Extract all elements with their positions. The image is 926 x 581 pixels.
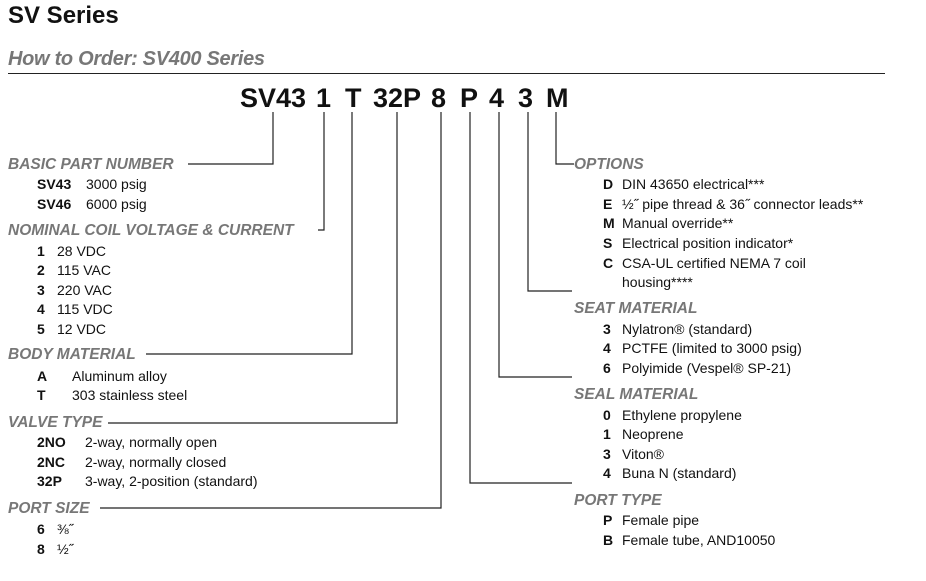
- port-size-heading: PORT SIZE: [8, 500, 90, 517]
- connector-portsize: [100, 112, 442, 509]
- basic-label: 3000 psig: [86, 176, 147, 192]
- body-label: 303 stainless steel: [72, 387, 188, 403]
- options-label: CSA-UL certified NEMA 7 coil: [622, 255, 806, 271]
- seal-code: 0: [603, 407, 611, 423]
- options-label-continuation: housing****: [622, 274, 693, 290]
- code-seat-material: 3: [518, 83, 534, 113]
- seal-label: Ethylene propylene: [622, 407, 742, 423]
- connector-voltage: [318, 112, 325, 231]
- voltage-label: 115 VAC: [57, 262, 111, 278]
- options-code: S: [603, 235, 613, 251]
- connector-valve: [108, 112, 398, 424]
- seat-label: PCTFE (limited to 3000 psig): [622, 340, 802, 356]
- seal-code: 4: [603, 465, 611, 481]
- valve-code: 2NO: [37, 434, 66, 450]
- voltage-label: 28 VDC: [57, 243, 107, 259]
- portsize-code: 8: [37, 541, 45, 557]
- portsize-code: 6: [37, 521, 45, 537]
- valve-code: 2NC: [37, 454, 66, 470]
- voltage-code: 3: [37, 282, 45, 298]
- seat-code: 6: [603, 360, 611, 376]
- porttype-code: P: [603, 512, 613, 528]
- code-seal-material: 4: [489, 83, 505, 113]
- portsize-label: ½˝: [57, 541, 74, 557]
- valve-label: 2-way, normally closed: [85, 454, 227, 470]
- basic-code: SV46: [37, 196, 72, 212]
- porttype-label: Female tube, AND10050: [622, 532, 776, 548]
- seal-material-heading: SEAL MATERIAL: [574, 386, 699, 403]
- code-port-size: 8: [431, 83, 447, 113]
- seat-label: Nylatron® (standard): [622, 321, 753, 337]
- porttype-label: Female pipe: [622, 512, 700, 528]
- voltage-code: 1: [37, 243, 45, 259]
- options-label: DIN 43650 electrical***: [622, 176, 765, 192]
- voltage-label: 220 VAC: [57, 282, 112, 298]
- options-label: ½˝ pipe thread & 36˝ connector leads**: [622, 196, 864, 212]
- body-code: A: [37, 368, 48, 384]
- voltage-label: 115 VDC: [57, 301, 113, 317]
- seal-label: Viton®: [622, 446, 664, 462]
- connector-porttype: [469, 112, 572, 484]
- connector-body: [146, 112, 353, 355]
- seal-code: 1: [603, 426, 611, 442]
- body-material-heading: BODY MATERIAL: [8, 346, 136, 363]
- code-voltage: 1: [316, 83, 332, 113]
- code-body-material: T: [345, 83, 362, 113]
- seat-code: 3: [603, 321, 611, 337]
- code-options: M: [546, 83, 569, 113]
- valve-label: 3-way, 2-position (standard): [85, 473, 258, 489]
- body-code: T: [37, 387, 46, 403]
- code-basic-part: SV43: [240, 83, 307, 113]
- port-type-heading: PORT TYPE: [574, 492, 662, 509]
- valve-type-heading: VALVE TYPE: [8, 414, 103, 431]
- options-code: E: [603, 196, 613, 212]
- voltage-heading: NOMINAL COIL VOLTAGE & CURRENT: [8, 222, 294, 239]
- valve-label: 2-way, normally open: [85, 434, 218, 450]
- title-divider: [8, 73, 885, 74]
- page-title: SV Series: [8, 2, 119, 29]
- basic-part-heading: BASIC PART NUMBER: [8, 156, 174, 173]
- voltage-code: 4: [37, 301, 45, 317]
- code-valve-type: 32P: [373, 83, 422, 113]
- options-code: C: [603, 255, 614, 271]
- seat-code: 4: [603, 340, 611, 356]
- seal-label: Buna N (standard): [622, 465, 737, 481]
- seal-code: 3: [603, 446, 611, 462]
- portsize-label: ⅜˝: [57, 521, 74, 537]
- basic-code: SV43: [37, 176, 72, 192]
- voltage-code: 2: [37, 262, 45, 278]
- voltage-label: 12 VDC: [57, 321, 107, 337]
- basic-label: 6000 psig: [86, 196, 147, 212]
- voltage-code: 5: [37, 321, 45, 337]
- options-heading: OPTIONS: [574, 156, 644, 173]
- seal-label: Neoprene: [622, 426, 684, 442]
- options-label: Electrical position indicator*: [622, 235, 794, 251]
- connector-options: [555, 112, 574, 165]
- seat-label: Polyimide (Vespel® SP-21): [622, 360, 792, 376]
- valve-code: 32P: [37, 473, 62, 489]
- body-label: Aluminum alloy: [72, 368, 167, 384]
- section-subtitle: How to Order: SV400 Series: [8, 48, 265, 70]
- options-label: Manual override**: [622, 215, 734, 231]
- connector-basic: [188, 112, 274, 165]
- options-code: M: [603, 215, 615, 231]
- options-code: D: [603, 176, 614, 192]
- connector-seal: [498, 112, 572, 378]
- porttype-code: B: [603, 532, 614, 548]
- connector-seat: [527, 112, 572, 292]
- seat-material-heading: SEAT MATERIAL: [574, 300, 698, 317]
- code-port-type: P: [460, 83, 479, 113]
